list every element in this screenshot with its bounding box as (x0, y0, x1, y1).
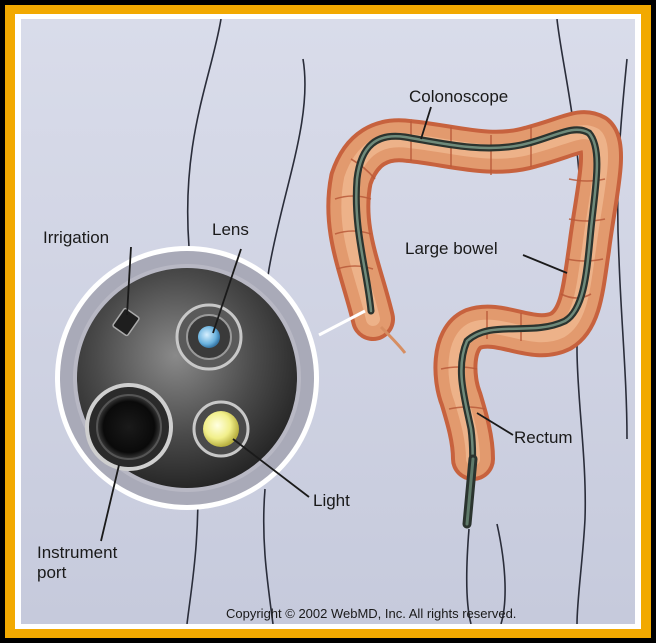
label-instrument-port: Instrument port (37, 543, 117, 582)
label-rectum: Rectum (514, 428, 573, 448)
label-large-bowel: Large bowel (405, 239, 498, 259)
label-instrument-port-line2: port (37, 563, 117, 583)
label-light: Light (313, 491, 350, 511)
label-lens: Lens (212, 220, 249, 240)
label-irrigation: Irrigation (43, 228, 109, 248)
scope-tip-magnified (55, 246, 319, 510)
copyright-notice: Copyright © 2002 WebMD, Inc. All rights … (226, 606, 516, 621)
label-instrument-port-line1: Instrument (37, 543, 117, 563)
label-colonoscope: Colonoscope (409, 87, 508, 107)
colonoscopy-illustration (21, 19, 635, 624)
